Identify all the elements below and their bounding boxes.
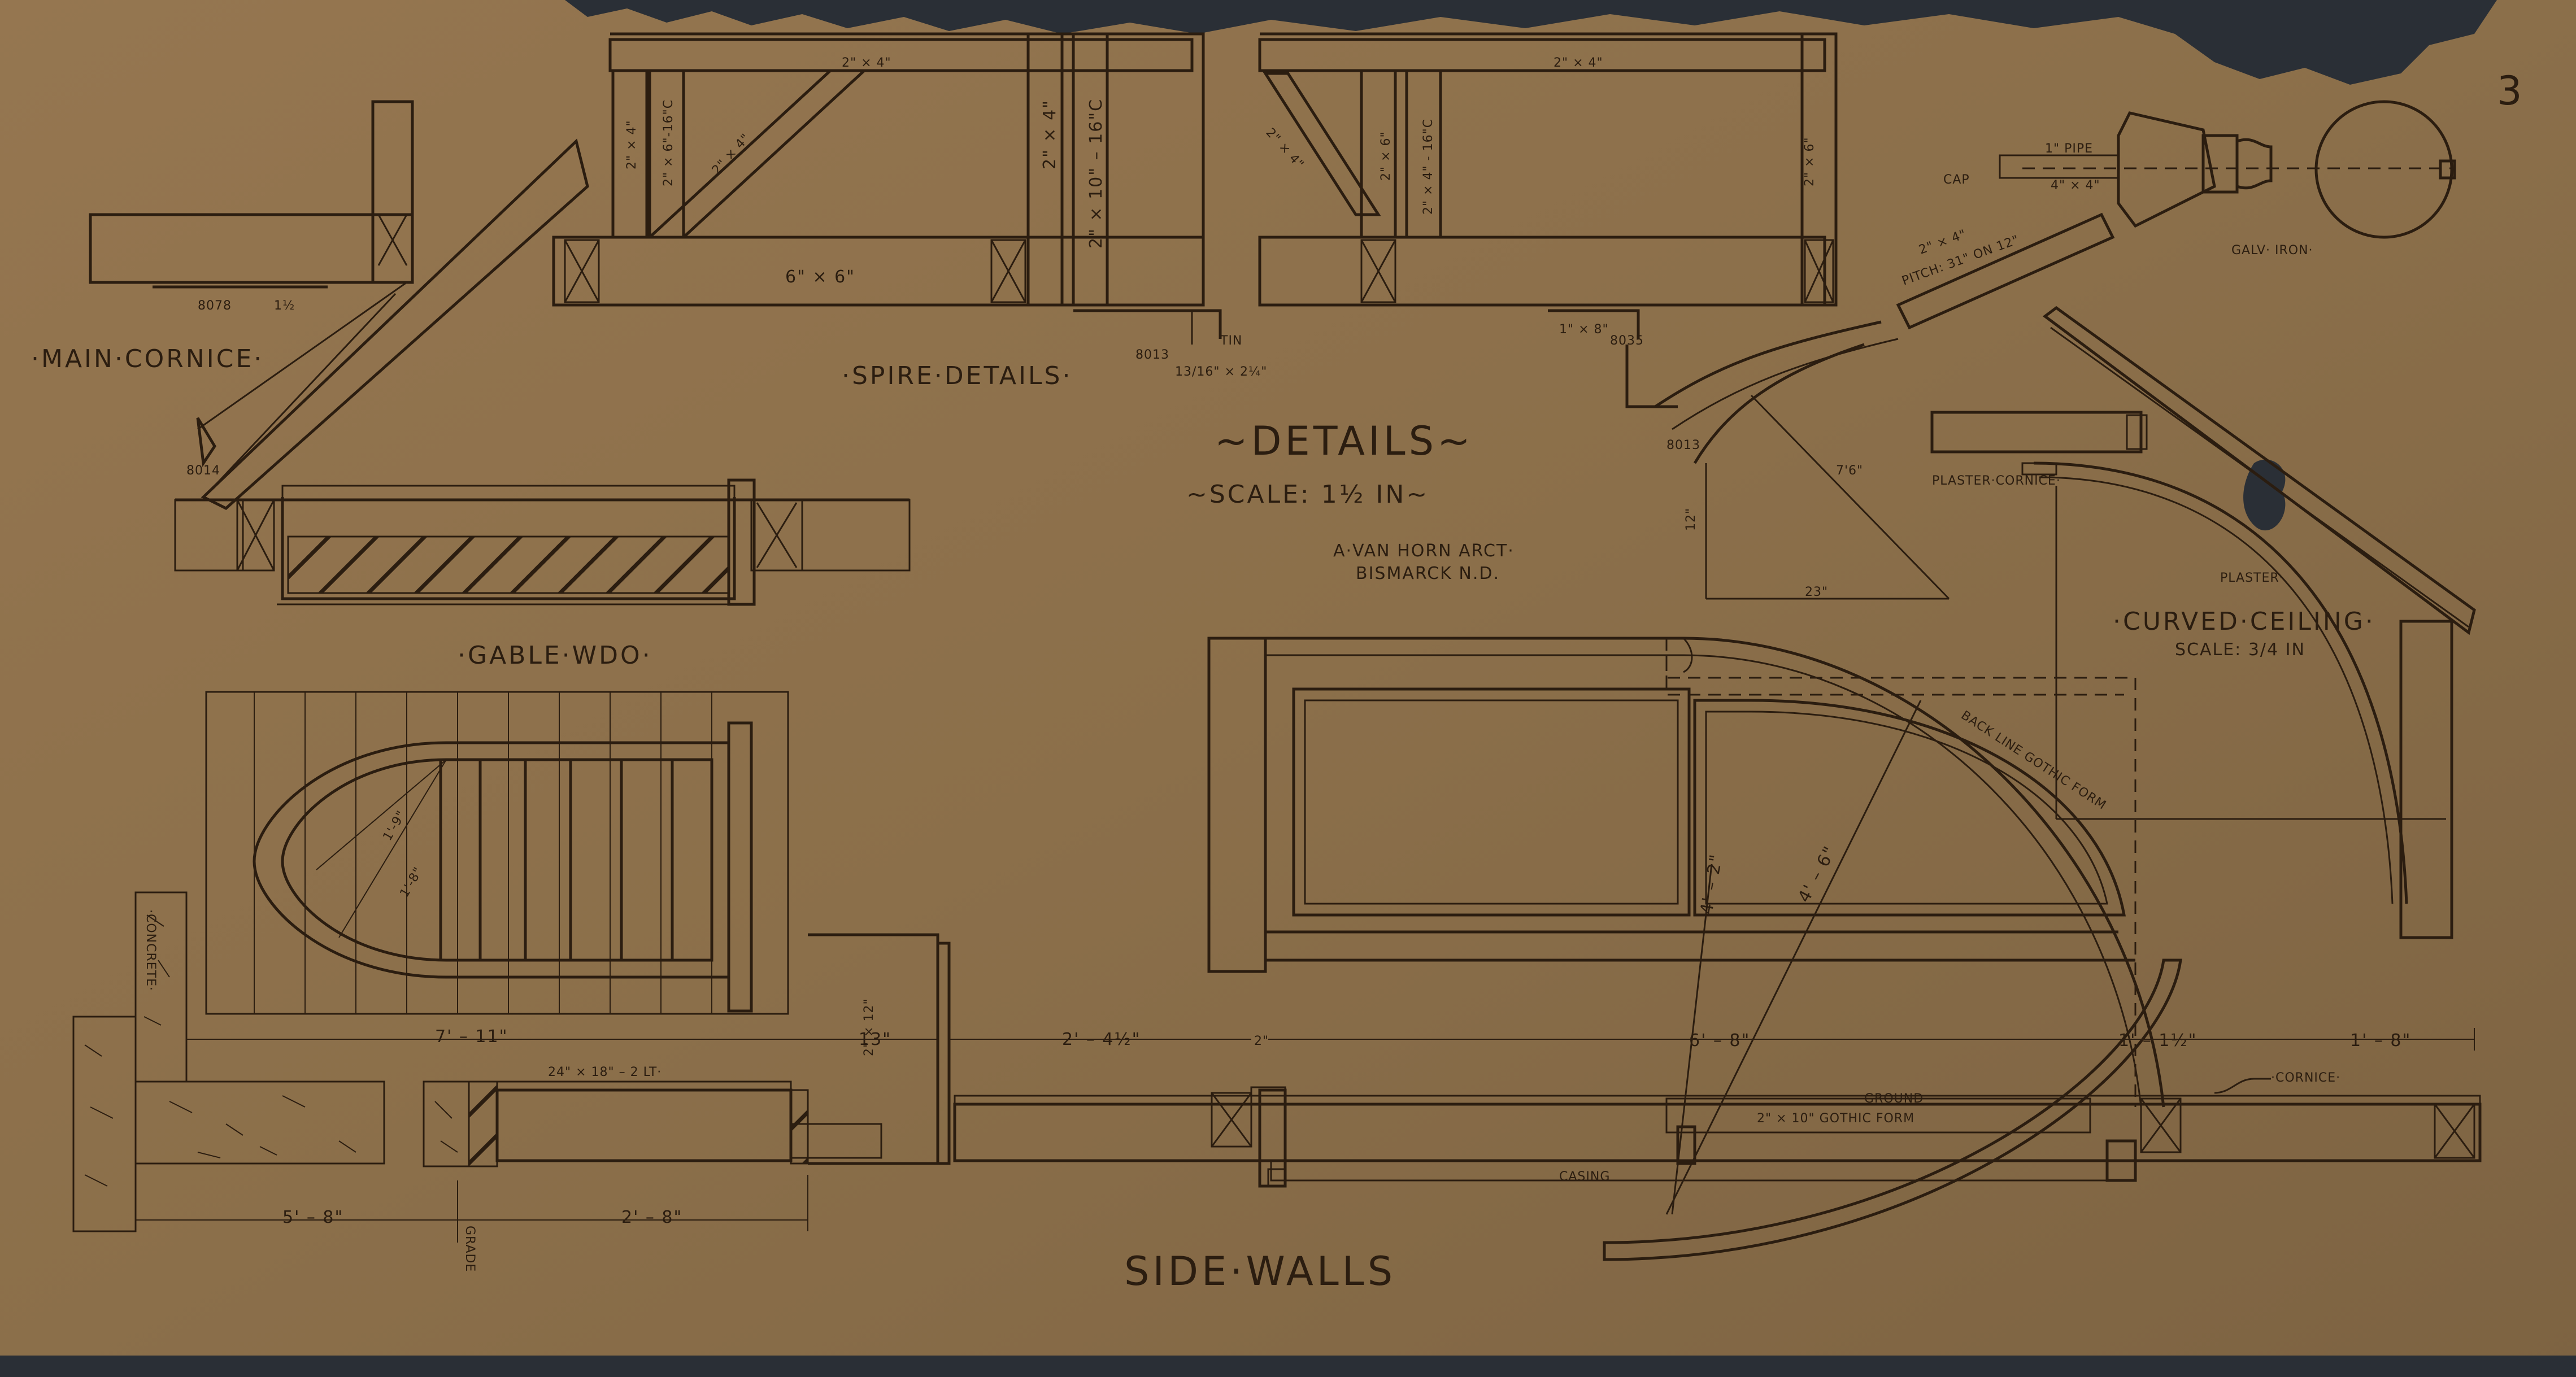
dim-2: 2" [1254, 1034, 1269, 1048]
spire-galv-iron: GALV· IRON· [2231, 243, 2313, 258]
cornice-dim-a: 1½ [274, 299, 295, 313]
side-walls-gable-window [205, 691, 789, 1015]
spire-finial-stock: 4" × 4" [2051, 178, 2100, 193]
sheet-scale: ~SCALE: 1½ IN~ [1186, 480, 1429, 509]
spire-bead-b: 8035 [1610, 334, 1644, 348]
ceiling-plaster-cornice: PLASTER·CORNICE· [1932, 474, 2061, 488]
window-glass-size: 24" × 18" – 2 LT· [548, 1065, 662, 1079]
ground-label: GROUND [1864, 1092, 1924, 1106]
spire-top-plate-left: 2" × 4" [842, 56, 891, 70]
title-main-cornice: ·MAIN·CORNICE· [31, 345, 264, 373]
title-spire-details: ·SPIRE·DETAILS· [842, 361, 1072, 390]
grade-label: GRADE [463, 1226, 477, 1272]
ceiling-plaster: PLASTER· [2220, 571, 2284, 585]
dim-13: 13" [859, 1030, 891, 1049]
spire-stud-d: 2" × 4" - 16"C [1421, 119, 1435, 215]
dim-6-8: 6' – 8" [1689, 1031, 1750, 1051]
spire-stock-a: 1" × 8" [1559, 323, 1609, 337]
dim-1-1: 1' – 1½" [2118, 1031, 2197, 1051]
title-gable-wdo: ·GABLE·WDO· [458, 641, 652, 670]
sheet-number: 3 [2497, 68, 2526, 114]
spire-cap: CAP [1943, 173, 1970, 187]
spire-bead-c: 8013 [1666, 438, 1700, 452]
spire-pipe: 1" PIPE [2045, 142, 2093, 156]
dim-5-8: 5' – 8" [282, 1208, 343, 1227]
spire-tin: TIN [1220, 334, 1242, 348]
side-walls-foundation [72, 891, 951, 1232]
spire-moulding-a: 13/16" × 2¼" [1175, 365, 1267, 379]
spire-stud-a: 2" × 4" [625, 120, 639, 169]
cornice-bead-a: 8078 [198, 299, 232, 313]
cornice-leader [2214, 1078, 2271, 1094]
cornice-bead-b: 8014 [186, 464, 220, 478]
spire-top-plate-right: 2" × 4" [1554, 56, 1603, 70]
spire-stud-e: 2" × 6" [1803, 137, 1817, 186]
curved-ceiling-scale: SCALE: 3/4 IN [2175, 640, 2305, 660]
dim-2-4: 2' – 4½" [1062, 1030, 1141, 1049]
side-walls-gothic-form [953, 637, 2482, 1261]
casing-label: CASING [1559, 1170, 1610, 1184]
main-cornice-detail [89, 100, 589, 510]
curved-ceiling-detail [1930, 306, 2476, 939]
gable-window-detail [174, 478, 911, 606]
dim-1-8: 1' – 8" [2350, 1031, 2411, 1051]
dim-2-8: 2' – 8" [621, 1208, 682, 1227]
spire-details-right [1258, 32, 1838, 408]
concrete-label: ·CONCRETE· [143, 909, 158, 991]
side-walls-dimensions [136, 1028, 2475, 1243]
title-curved-ceiling: ·CURVED·CEILING· [2113, 607, 2375, 636]
architect-name: A·VAN HORN ARCT· [1333, 541, 1515, 561]
spire-stud-c: 2" × 6" [1379, 131, 1393, 181]
spire-post-mid: 2" × 4" [1040, 99, 1060, 169]
spire-dim-span: 23" [1805, 585, 1828, 599]
paper-tear-hole [2243, 459, 2286, 531]
title-side-walls: SIDE·WALLS [1124, 1248, 1396, 1295]
spire-dim-radius: 7'6" [1836, 464, 1863, 478]
sheet-title: ~DETAILS~ [1215, 418, 1474, 464]
spire-details-left [552, 32, 1222, 345]
spire-post-big: 2" × 10" – 16"C [1086, 98, 1106, 249]
spire-dim-rise: 12" [1684, 508, 1698, 531]
bottom-edge [0, 1356, 2576, 1377]
spire-bead-a: 8013 [1135, 348, 1169, 362]
spire-base-beam: 6" × 6" [785, 267, 855, 287]
cornice-label: ·CORNICE· [2271, 1071, 2340, 1085]
spire-stud-b: 2" × 6"-16"C [662, 99, 676, 186]
spire-finial [1654, 100, 2456, 600]
dim-window-width: 7' – 11" [435, 1027, 508, 1047]
stud-2x12: 2" × 12" [862, 998, 876, 1056]
architect-location: BISMARCK N.D. [1356, 564, 1500, 583]
gothic-form-label: 2" × 10" GOTHIC FORM [1757, 1112, 1914, 1126]
